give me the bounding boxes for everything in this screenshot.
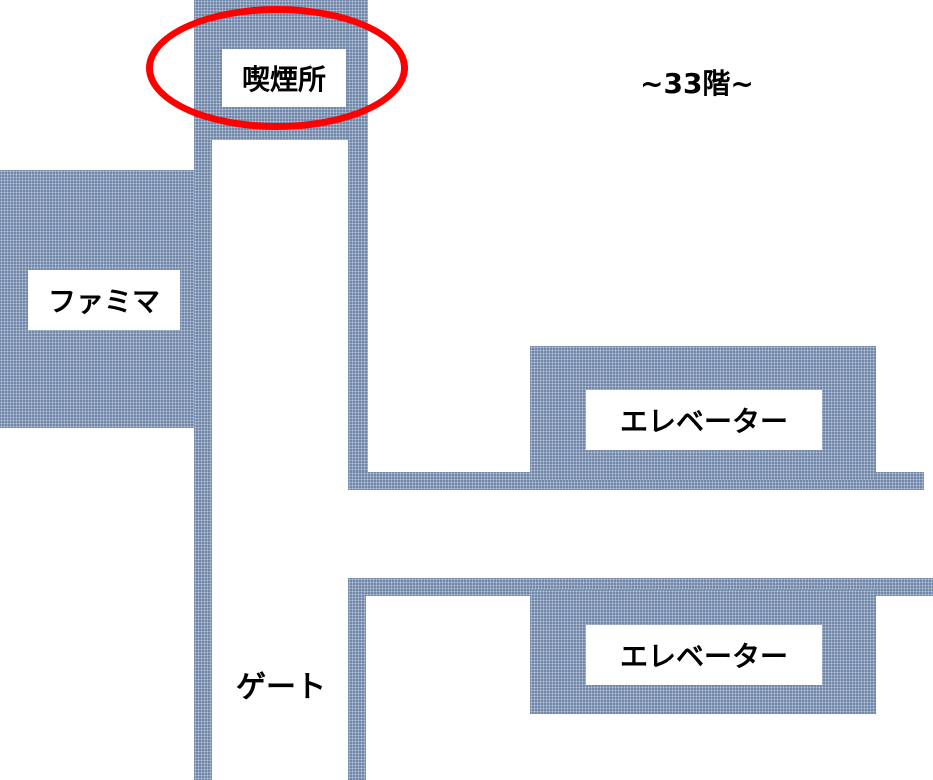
floor-label: ~33階~ <box>640 67 754 100</box>
corridor-wall-right-upper <box>348 0 368 490</box>
convenience-store-label: ファミマ <box>28 270 180 330</box>
gate-label: ゲート <box>236 670 326 705</box>
elevator-upper-label: エレベーター <box>586 390 822 450</box>
corridor-wall-right-lower <box>348 578 366 780</box>
elevator-lower-label: エレベーター <box>586 625 822 685</box>
corridor-wall-left <box>194 0 212 780</box>
smoking-area-highlight-circle <box>146 6 408 130</box>
